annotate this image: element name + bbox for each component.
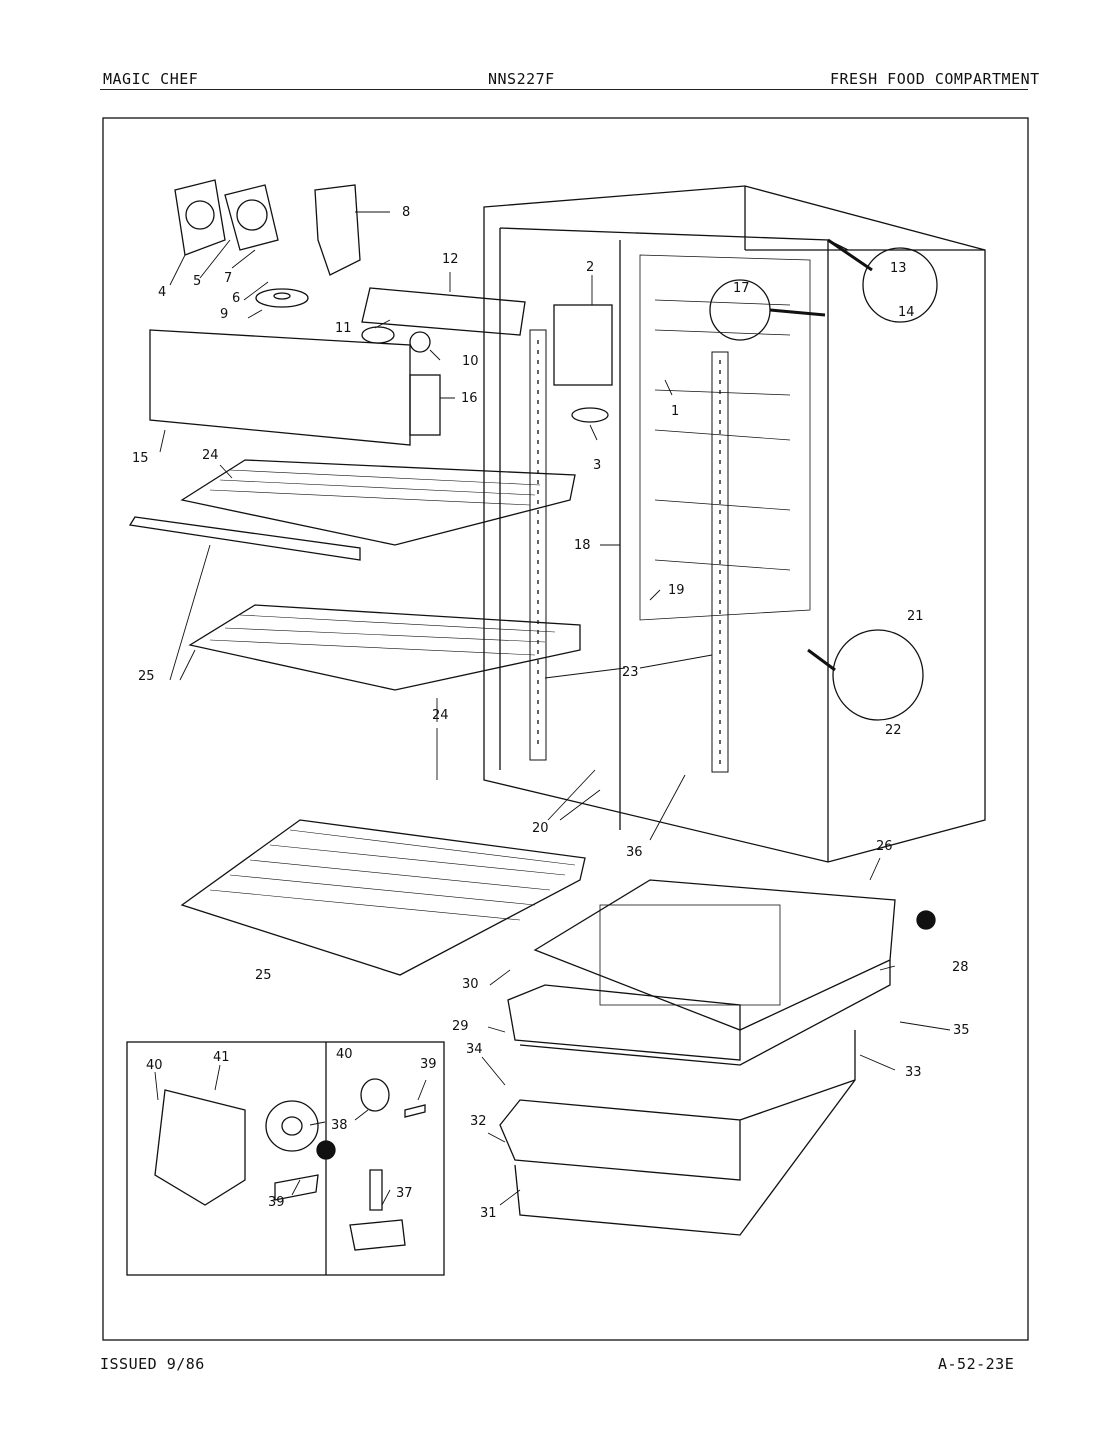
shelf-rails	[529, 329, 729, 773]
callout-33: 33	[905, 1065, 922, 1080]
callout-35: 35	[953, 1023, 970, 1038]
callout-5: 5	[193, 274, 201, 289]
callout-26: 26	[876, 839, 893, 854]
callout-13: 13	[890, 261, 907, 276]
marker-1-inset-label: 1	[322, 1145, 329, 1158]
callout-41: 41	[213, 1050, 230, 1065]
callout-2: 2	[586, 260, 594, 275]
callout-24-top: 24	[202, 448, 219, 463]
callout-36: 36	[626, 845, 643, 860]
callout-31: 31	[480, 1206, 497, 1221]
callout-24-mid: 24	[432, 708, 449, 723]
callout-16: 16	[461, 391, 478, 406]
marker-1-inset-icon	[316, 1140, 336, 1160]
callout-3: 3	[593, 458, 601, 473]
crisper-drawers	[499, 879, 896, 1236]
detail-callouts	[709, 238, 938, 721]
wire-shelves	[128, 459, 586, 976]
callout-23: 23	[622, 665, 639, 680]
inset-detail	[126, 1041, 445, 1276]
callout-11: 11	[335, 321, 352, 336]
callout-18: 18	[574, 538, 591, 553]
callout-25-mid: 25	[138, 669, 155, 684]
callout-22: 22	[885, 723, 902, 738]
brand-label: MAGIC CHEF	[103, 70, 199, 88]
marker-1-icon	[916, 910, 936, 930]
callout-29: 29	[452, 1019, 469, 1034]
callout-1: 1	[671, 404, 679, 419]
callout-34: 34	[466, 1042, 483, 1057]
leader-lines	[154, 211, 951, 1206]
callout-7: 7	[224, 271, 232, 286]
section-title: FRESH FOOD COMPARTMENT	[830, 70, 1040, 88]
callout-6: 6	[232, 291, 240, 306]
callout-14: 14	[898, 305, 915, 320]
callout-40-left: 40	[146, 1058, 163, 1073]
document-code: A-52-23E	[938, 1355, 1015, 1373]
issued-date: ISSUED 9/86	[100, 1355, 205, 1373]
callout-39-right: 39	[420, 1057, 437, 1072]
callout-10: 10	[462, 354, 479, 369]
callout-37: 37	[396, 1186, 413, 1201]
callout-30: 30	[462, 977, 479, 992]
callout-28: 28	[952, 960, 969, 975]
callout-12: 12	[442, 252, 459, 267]
callout-19: 19	[668, 583, 685, 598]
callout-9: 9	[220, 307, 228, 322]
callout-17: 17	[733, 281, 750, 296]
callout-20: 20	[532, 821, 549, 836]
callout-21: 21	[907, 609, 924, 624]
light-housing-parts	[149, 179, 613, 446]
callout-numbers: 1 2 3 4 5 6 7 8 9 10 11 12 13 14 15 16 1…	[132, 205, 970, 1221]
callout-8: 8	[402, 205, 410, 220]
callout-32: 32	[470, 1114, 487, 1129]
marker-1-label: 1	[922, 915, 929, 928]
callout-38: 38	[331, 1118, 348, 1133]
callout-25-bottom: 25	[255, 968, 272, 983]
callout-15: 15	[132, 451, 149, 466]
diagram-frame	[102, 117, 1029, 1341]
callout-39-left: 39	[268, 1195, 285, 1210]
callout-40-right: 40	[336, 1047, 353, 1062]
model-number: NNS227F	[488, 70, 555, 88]
callout-4: 4	[158, 285, 166, 300]
header-rule	[100, 89, 1028, 90]
